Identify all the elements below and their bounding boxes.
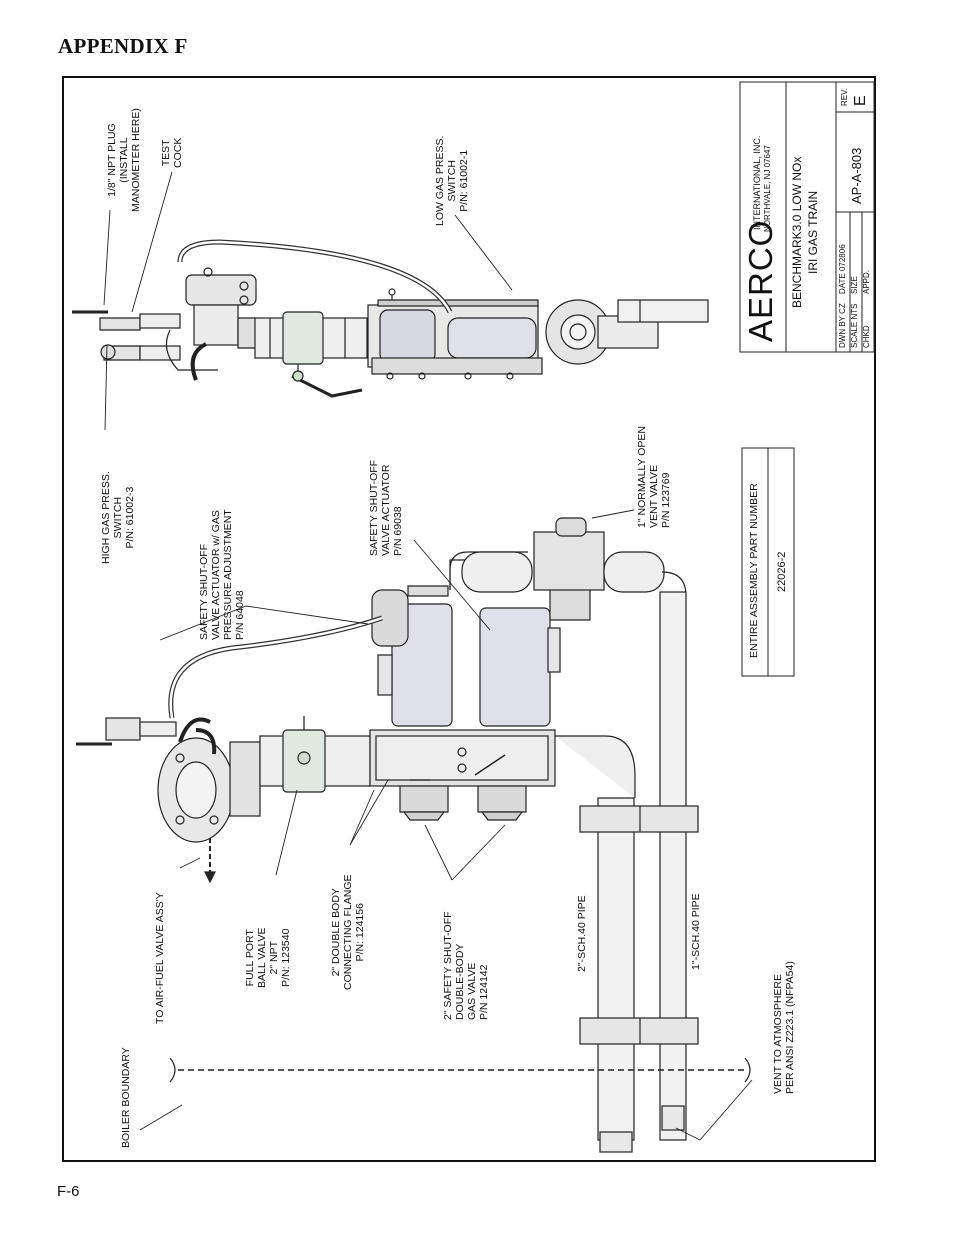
upper-vent-valve [545, 299, 709, 365]
npt-plug-label: 1/8" NPT PLUG (INSTALL MANOMETER HERE) [106, 108, 142, 212]
lower-actuators [371, 559, 591, 727]
ball-valve-label: FULL PORT BALL VALVE 2" NPT P/N: 123540 [244, 927, 292, 988]
vent-atmosphere-label: VENT TO ATMOSPHERE PER ANSI Z223.1 (NFPA… [772, 961, 796, 1094]
drawn-by: DWN BY CZ [838, 303, 847, 348]
assembly-number: 22026-2 [776, 551, 788, 592]
gas-valve-label: 2" SAFETY SHUT-OFF DOUBLE-BODY GAS VALVE… [442, 911, 490, 1020]
drawing-size: SIZE [850, 276, 859, 294]
boiler-boundary-label: BOILER BOUNDARY [120, 1047, 132, 1148]
upper-elbow-flange [185, 267, 257, 349]
actuator-pressure-label: SAFETY SHUT-OFF VALVE ACTUATOR w/ GAS PR… [198, 509, 246, 640]
drawing-title-line1: BENCHMARK3.0 LOW NOx [790, 156, 804, 308]
air-fuel-arrow [204, 838, 216, 884]
approved-by: APPD. [862, 269, 871, 294]
upper-left-fittings [72, 310, 218, 381]
company-logo: AERCO [742, 219, 779, 342]
page-number: F-6 [57, 1183, 80, 1200]
lower-main-pipe [259, 716, 371, 793]
lower-valve-body [369, 729, 556, 821]
boiler-boundary-line [169, 1057, 751, 1083]
leader-lines [103, 171, 753, 1141]
drawing-scale: SCALE NTS [850, 303, 859, 348]
company-address: NORTHVALE, NJ 07647 [763, 145, 772, 232]
drawing-number: AP-A-803 [849, 147, 864, 204]
air-fuel-label: TO AIR-FUEL VALVE ASS'Y [154, 892, 166, 1024]
vent-valve-label: 1" NORMALLY OPEN VENT VALVE P/N 123769 [636, 426, 672, 528]
drawing-frame [62, 76, 876, 1162]
pipe-2in-label: 2"-SCH.40 PIPE [576, 895, 588, 972]
revision-label: REV. [840, 88, 849, 106]
revision-letter: E [852, 95, 869, 106]
lower-elbow-flange [157, 717, 261, 843]
test-cock-label: TEST COCK [160, 137, 184, 168]
upper-main-pipe [254, 311, 368, 398]
lower-left-fittings [76, 717, 217, 755]
pipe-1in-label: 1"-SCH.40 PIPE [690, 893, 702, 970]
appendix-heading: APPENDIX F [58, 34, 188, 58]
actuator-label: SAFETY SHUT-OFF VALVE ACTUATOR P/N 69038 [368, 459, 404, 556]
low-gas-switch-label: LOW GAS PRESS. SWITCH P/N: 61002-1 [434, 135, 470, 226]
company-full-name: INTERNATIONAL, INC. [752, 135, 762, 230]
vent-riser [449, 517, 687, 597]
flange-label: 2" DOUBLE BODY CONNECTING FLANGE P/N: 12… [330, 874, 366, 990]
title-block-frame [739, 81, 875, 353]
drawing-title-line2: IRI GAS TRAIN [806, 190, 820, 274]
high-gas-switch-label: HIGH GAS PRESS. SWITCH P/N: 61002-3 [100, 471, 136, 564]
checked-by: CHKD [862, 325, 871, 348]
drawing-date: DATE 072806 [838, 244, 847, 294]
vent-pipes [555, 591, 699, 1153]
upper-valve-body [367, 288, 543, 380]
assembly-header: ENTIRE ASSEMBLY PART NUMBER [748, 483, 760, 658]
